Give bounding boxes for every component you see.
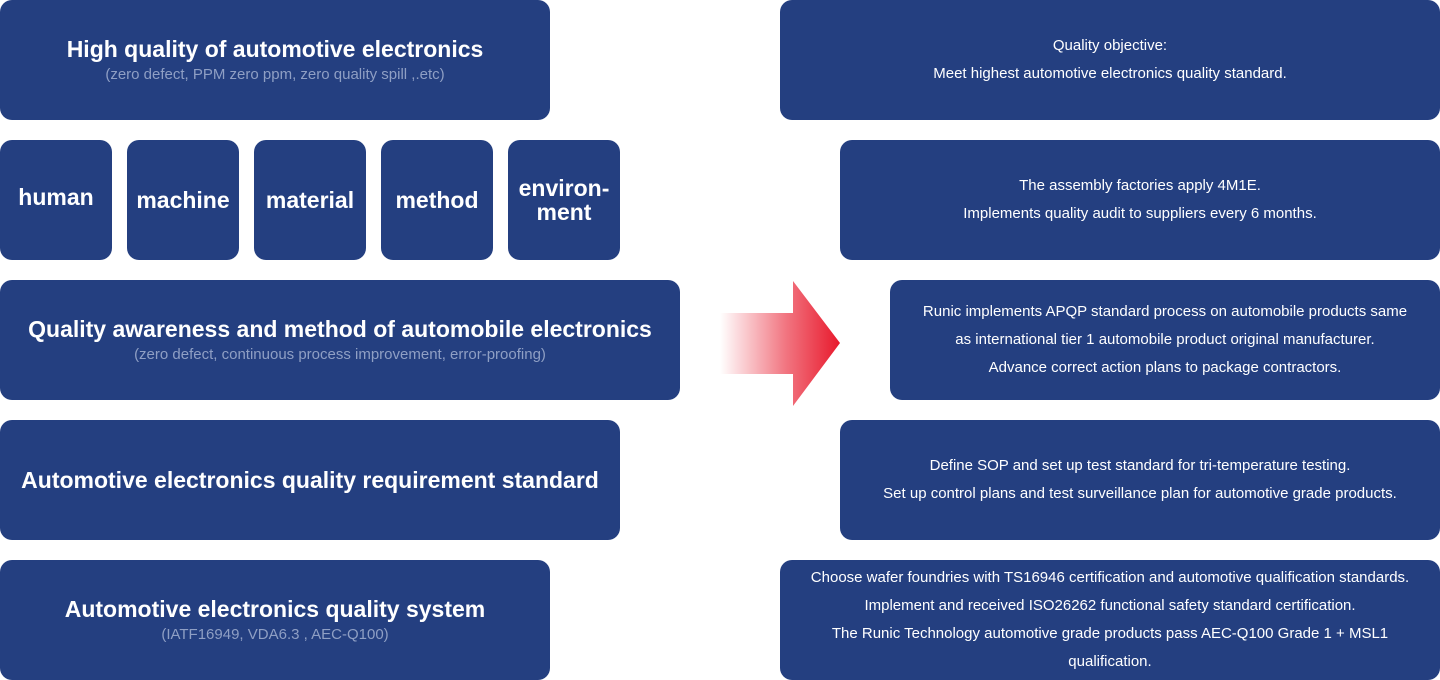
system-box: Automotive electronics quality system (I… <box>0 560 550 680</box>
sop-line-2: Set up control plans and test surveillan… <box>883 485 1397 502</box>
awareness-subtitle: (zero defect, continuous process improve… <box>134 346 546 363</box>
apqp-line-2: as international tier 1 automobile produ… <box>955 331 1375 348</box>
system-subtitle: (IATF16949, VDA6.3 , AEC-Q100) <box>161 626 389 643</box>
certification-line-2: Implement and received ISO26262 function… <box>864 597 1356 614</box>
factor-method-label: method <box>395 187 479 213</box>
right-arrow-icon <box>720 281 840 406</box>
objective-box: Quality objective: Meet highest automoti… <box>780 0 1440 120</box>
apqp-line-3: Advance correct action plans to package … <box>988 359 1342 376</box>
factor-human-box: human <box>0 140 112 260</box>
factor-machine-box: machine <box>127 140 239 260</box>
factor-environment-label: environ- ment <box>518 175 610 225</box>
quality-goal-box: High quality of automotive electronics (… <box>0 0 550 120</box>
factor-method-box: method <box>381 140 493 260</box>
sop-line-1: Define SOP and set up test standard for … <box>929 457 1351 474</box>
4m1e-line-2: Implements quality audit to suppliers ev… <box>963 205 1317 222</box>
factor-material-label: material <box>265 187 355 213</box>
requirement-title: Automotive electronics quality requireme… <box>21 467 599 493</box>
sop-box: Define SOP and set up test standard for … <box>840 420 1440 540</box>
4m1e-line-1: The assembly factories apply 4M1E. <box>1019 177 1261 194</box>
quality-goal-title: High quality of automotive electronics <box>66 36 484 62</box>
certification-box: Choose wafer foundries with TS16946 cert… <box>780 560 1440 680</box>
certification-line-3: The Runic Technology automotive grade pr… <box>831 625 1389 642</box>
quality-goal-subtitle: (zero defect, PPM zero ppm, zero quality… <box>105 66 445 83</box>
system-title: Automotive electronics quality system <box>64 596 486 622</box>
requirement-box: Automotive electronics quality requireme… <box>0 420 620 540</box>
certification-line-1: Choose wafer foundries with TS16946 cert… <box>810 569 1410 586</box>
apqp-line-1: Runic implements APQP standard process o… <box>922 303 1408 320</box>
4m1e-box: The assembly factories apply 4M1E. Imple… <box>840 140 1440 260</box>
factor-machine-label: machine <box>136 187 230 213</box>
apqp-box: Runic implements APQP standard process o… <box>890 280 1440 400</box>
awareness-box: Quality awareness and method of automobi… <box>0 280 680 400</box>
factor-environment-box: environ- ment <box>508 140 620 260</box>
factor-human-label: human <box>18 184 94 210</box>
factor-material-box: material <box>254 140 366 260</box>
certification-line-4: qualification. <box>1068 653 1152 670</box>
awareness-title: Quality awareness and method of automobi… <box>28 316 652 342</box>
objective-line-1: Quality objective: <box>1052 37 1168 54</box>
objective-line-2: Meet highest automotive electronics qual… <box>933 65 1287 82</box>
